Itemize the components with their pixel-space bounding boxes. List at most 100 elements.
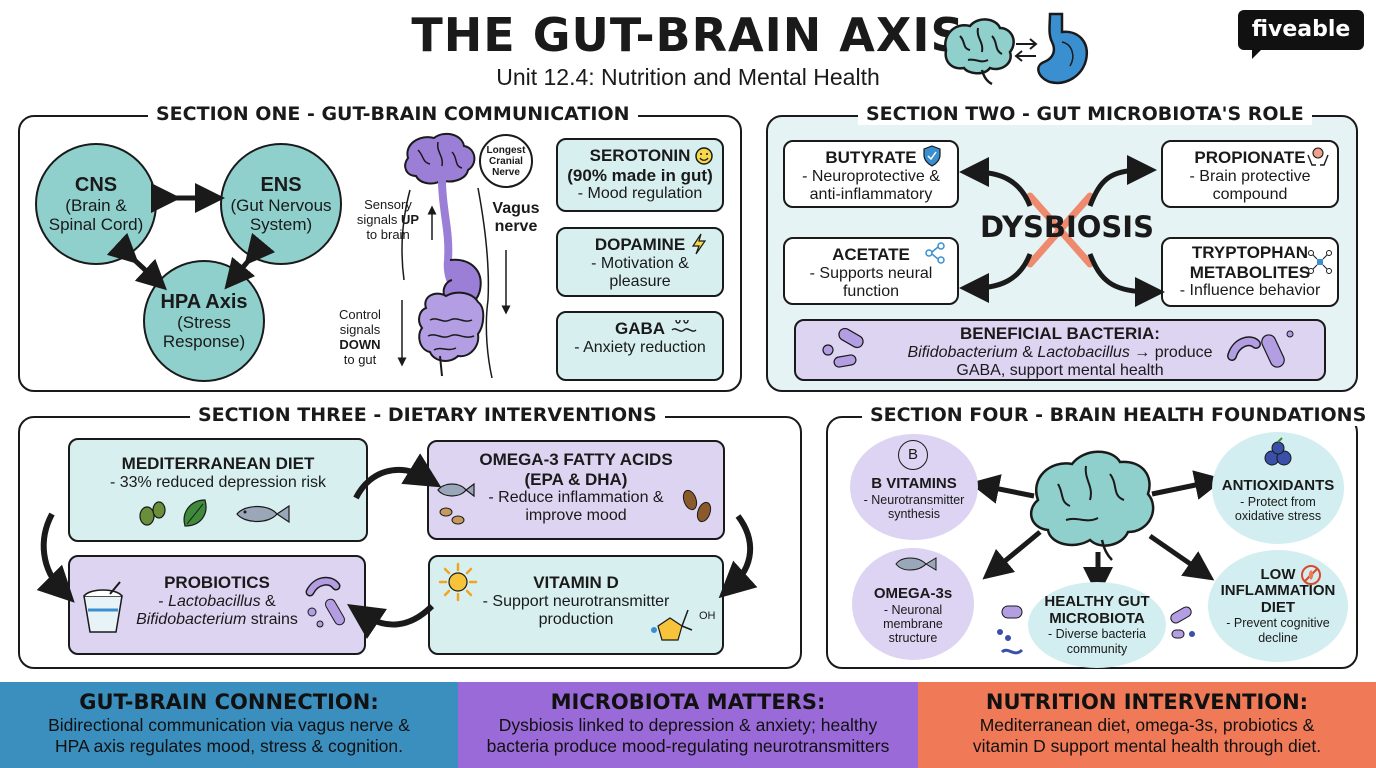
omega-fish-icon [895, 557, 937, 571]
footer-nutrition-intervention: NUTRITION INTERVENTION: Mediterranean di… [918, 682, 1376, 768]
gut-line1: - Diverse bacteria [1048, 627, 1146, 642]
ens-line2: System) [249, 214, 313, 234]
b-vitamins-bubble: B VITAMINS - Neurotransmitter synthesis [850, 434, 978, 540]
probiotics-line2: Bifidobacterium strains [136, 610, 298, 628]
sensory-signals-label: Sensory signals UP to brain [356, 197, 420, 242]
arrow-omega-to-vitd-icon [718, 514, 758, 599]
foot2-title: MICROBIOTA MATTERS: [550, 690, 826, 714]
vitd-line1: - Support neurotransmitter [482, 592, 670, 610]
cns-node: CNS (Brain & Spinal Cord) [35, 143, 157, 265]
gut-line2: community [1066, 641, 1128, 656]
dopamine-line2: pleasure [609, 272, 671, 290]
gaba-card: GABA - Anxiety reduction [556, 311, 724, 381]
vagus-nerve-label: Vagus nerve [492, 200, 540, 236]
vitd-line2: production [538, 610, 614, 628]
section-two-title: SECTION TWO - GUT MICROBIOTA'S ROLE [858, 103, 1312, 125]
bvit-line1: - Neurotransmitter [863, 492, 965, 507]
omega-label1: OMEGA-3 FATTY ACIDS [479, 450, 673, 469]
propionate-line2: compound [1212, 185, 1288, 203]
omega3s-line2: membrane [883, 617, 943, 632]
foot3-line1: Mediterranean diet, omega-3s, probiotics… [979, 715, 1315, 736]
no-inflammation-icon [1301, 565, 1321, 585]
seeds-icon [682, 489, 712, 523]
vitd-label: VITAMIN D [533, 573, 619, 592]
cns-hpa-double-arrow-icon [106, 232, 167, 291]
share-nodes-icon [925, 242, 945, 264]
brain-icon [944, 18, 1015, 86]
dopamine-card: DOPAMINE - Motivation & pleasure [556, 227, 724, 297]
calm-waves-icon [671, 319, 697, 332]
gut-label2: MICROBIOTA [1049, 609, 1145, 627]
tryptophan-label1: TRYPTOPHAN [1191, 243, 1309, 262]
footer-microbiota-matters: MICROBIOTA MATTERS: Dysbiosis linked to … [458, 682, 918, 768]
propionate-card: PROPIONATE - Brain protective compound [1161, 140, 1339, 208]
omega-3-card: OMEGA-3 FATTY ACIDS (EPA & DHA) - Reduce… [427, 440, 725, 540]
sun-icon [438, 562, 478, 602]
longest-line3: Nerve [492, 166, 520, 178]
omega-3s-bubble: OMEGA-3s - Neuronal membrane structure [852, 548, 974, 660]
butyrate-line1: - Neuroprotective & [802, 167, 940, 185]
acetate-line1: - Supports neural [809, 264, 933, 282]
lowinf-line2: decline [1258, 630, 1298, 645]
stomach-intestine-icon [418, 258, 485, 377]
hpa-line2: Response) [162, 331, 246, 351]
blueberries-icon [1264, 437, 1292, 466]
foot1-line2: HPA axis regulates mood, stress & cognit… [55, 736, 403, 757]
probiotics-line1: - Lactobacillus & [158, 592, 276, 610]
healthy-gut-bubble: HEALTHY GUT MICROBIOTA - Diverse bacteri… [1028, 582, 1166, 668]
vitamin-molecule-icon [651, 609, 693, 641]
probiotic-bacteria-icon [305, 576, 345, 628]
butyrate-label: BUTYRATE [825, 148, 917, 167]
fish-icon [236, 504, 290, 524]
probiotics-label: PROBIOTICS [164, 573, 270, 592]
bvit-line2: synthesis [887, 507, 941, 522]
foot2-line1: Dysbiosis linked to depression & anxiety… [498, 715, 878, 736]
yogurt-icon [83, 581, 123, 633]
ens-node: ENS (Gut Nervous System) [220, 143, 342, 265]
acetate-card: ACETATE - Supports neural function [783, 237, 959, 305]
gaba-line1: - Anxiety reduction [574, 338, 706, 356]
section-three-title: SECTION THREE - DIETARY INTERVENTIONS [190, 404, 665, 426]
butyrate-line2: anti-inflammatory [809, 185, 933, 203]
beneficial-label: BENEFICIAL BACTERIA: [960, 324, 1160, 343]
protecting-hands-icon [1307, 147, 1329, 166]
cns-line2: Spinal Cord) [48, 214, 144, 234]
tryptophan-card: TRYPTOPHAN METABOLITES - Influence behav… [1161, 237, 1339, 307]
foot3-line2: vitamin D support mental health through … [972, 736, 1322, 757]
longest-cranial-nerve-badge: Longest Cranial Nerve [479, 134, 533, 188]
longest-line1: Longest [486, 144, 526, 156]
cns-line1: (Brain & [65, 195, 127, 215]
beneficial-line1: Bifidobacterium & Lactobacillus → produc… [907, 343, 1213, 361]
foot1-title: GUT-BRAIN CONNECTION: [79, 690, 379, 714]
page-subtitle: Unit 12.4: Nutrition and Mental Health [496, 64, 880, 90]
molecule-icon [1308, 250, 1332, 274]
arrow-med-to-probiotics-icon [36, 512, 75, 603]
lightning-icon [691, 233, 707, 255]
beneficial-line2: GABA, support mental health [956, 361, 1164, 379]
dysbiosis-label: DYSBIOSIS [980, 210, 1154, 244]
gut-label1: HEALTHY GUT [1044, 593, 1150, 611]
low-inflammation-bubble: LOW INFLAMMATION DIET - Prevent cognitiv… [1208, 550, 1348, 662]
fish-oil-icon [437, 482, 475, 525]
bacteria-icon [822, 327, 864, 368]
exchange-arrows-icon [1014, 38, 1038, 62]
cns-label: CNS [74, 173, 118, 196]
propionate-line1: - Brain protective [1189, 167, 1311, 185]
bacteria-rods-icon [1227, 330, 1294, 368]
control-signals-label: Control signals DOWN to gut [339, 307, 381, 367]
omega-label2: (EPA & DHA) [524, 469, 628, 489]
lowinf-label1: LOW [1260, 565, 1296, 583]
gaba-label: GABA [614, 319, 666, 338]
antiox-line1: - Protect from [1240, 494, 1316, 509]
fiveable-logo[interactable]: fiveable [1238, 10, 1364, 59]
antiox-line2: oxidative stress [1234, 509, 1322, 524]
serotonin-label: SEROTONIN [589, 146, 691, 165]
arrow-med-to-omega-icon [353, 453, 442, 500]
central-brain-icon [1029, 450, 1155, 561]
gut-bacteria-left-icon [997, 605, 1024, 655]
b-vitamin-icon: B [898, 440, 928, 470]
omega-line2: improve mood [525, 507, 627, 525]
foot3-title: NUTRITION INTERVENTION: [985, 690, 1309, 714]
